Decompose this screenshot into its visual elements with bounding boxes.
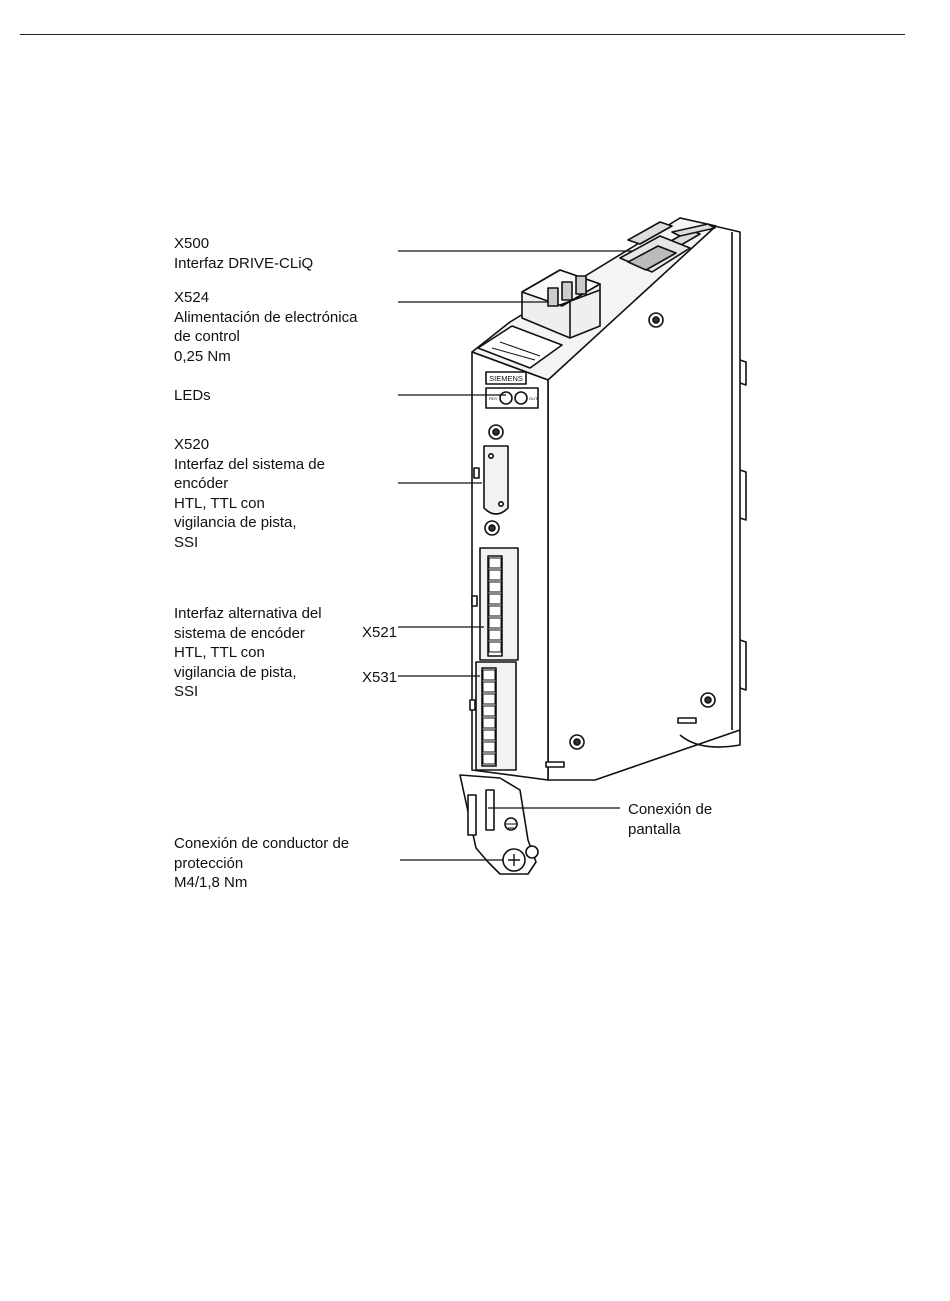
callout-alt-encoder: Interfaz alternativa del sistema de encó… — [174, 604, 322, 702]
callout-x520-line: SSI — [174, 533, 199, 551]
callout-x521: X521 — [362, 623, 397, 643]
svg-text:RDY: RDY — [489, 396, 498, 401]
callout-shield-line: pantalla — [628, 820, 681, 838]
callout-alt-line: vigilancia de pista, — [174, 663, 297, 681]
callout-x524-line: de control — [174, 328, 240, 345]
callout-x524-line: Alimentación de electrónica — [174, 308, 358, 326]
callout-x531-label: X531 — [362, 669, 398, 686]
led-rdy — [499, 391, 513, 405]
led-out — [514, 391, 528, 405]
callout-x520-line: HTL, TTL con — [174, 494, 265, 512]
callout-shield: Conexión de pantalla — [628, 800, 712, 839]
callout-alt-line: SSI — [174, 683, 199, 700]
callout-pe-line: M4/1,8 Nm — [174, 874, 248, 891]
callout-leds-line: LEDs — [174, 387, 211, 404]
callout-shield-line: Conexión de — [628, 801, 713, 818]
callout-pe-line: protección — [174, 854, 244, 872]
callout-x531: X531 — [362, 668, 397, 688]
callout-x524: X524 Alimentación de electrónica de cont… — [174, 288, 357, 366]
callout-x520-line: vigilancia de pista, — [174, 514, 297, 531]
svg-text:OUT: OUT — [529, 396, 538, 401]
callout-x500: X500 Interfaz DRIVE-CLiQ — [174, 234, 313, 273]
callout-x520-line: Interfaz del sistema de — [174, 455, 325, 473]
callout-x524-line: 0,25 Nm — [174, 347, 231, 365]
header-rule — [20, 34, 905, 35]
callout-x524-line: X524 — [174, 289, 210, 306]
brand-plate — [485, 371, 527, 385]
callout-x520: X520 Interfaz del sistema de encóder HTL… — [174, 435, 325, 552]
x520-dsub-connector — [483, 445, 509, 515]
callout-x500-line: X500 — [174, 235, 210, 252]
callout-alt-line: Interfaz alternativa del — [174, 605, 322, 622]
callout-pe-line: Conexión de conductor de — [174, 835, 350, 852]
callout-alt-line: HTL, TTL con — [174, 644, 265, 661]
callout-x520-line: X520 — [174, 436, 210, 453]
callout-alt-line: sistema de encóder — [174, 624, 305, 642]
callout-x520-line: encóder — [174, 475, 229, 492]
callout-pe: Conexión de conductor de protección M4/1… — [174, 834, 349, 893]
callout-leds: LEDs — [174, 386, 211, 406]
callout-x500-line: Interfaz DRIVE-CLiQ — [174, 254, 314, 272]
callout-x521-label: X521 — [362, 624, 398, 641]
brand-name: SIEMENS — [489, 374, 523, 383]
